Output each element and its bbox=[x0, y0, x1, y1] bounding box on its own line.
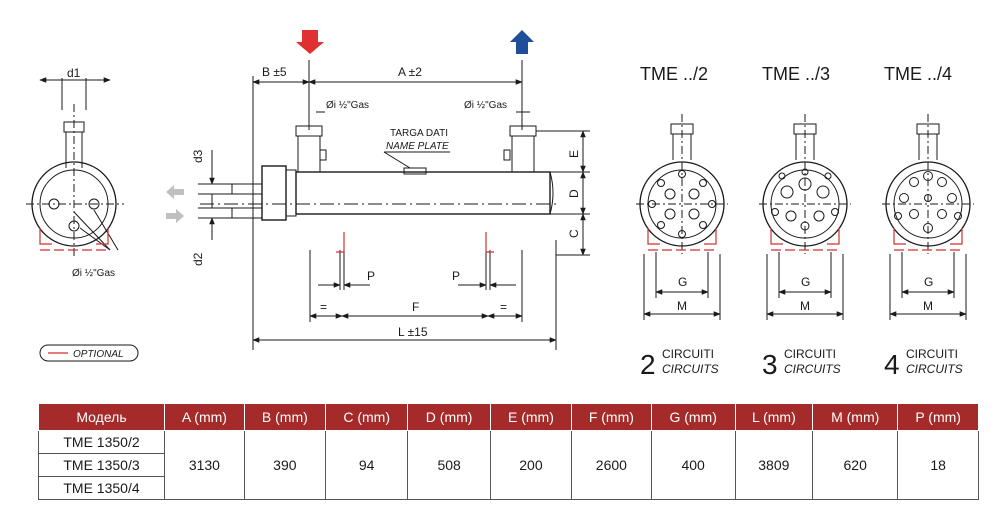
value-l: 3809 bbox=[734, 430, 814, 500]
main-view-optional-feet bbox=[336, 232, 494, 253]
dimensions-table: Модель A (mm) B (mm) C (mm) D (mm) E (mm… bbox=[38, 403, 979, 500]
cold-outlet-arrow-icon bbox=[510, 30, 534, 54]
variant-3-m-label: M bbox=[800, 299, 810, 313]
value-c: 94 bbox=[324, 430, 409, 500]
table-row: TME 1350/3 bbox=[38, 453, 979, 477]
side-inlet-label: Øi ½"Gas bbox=[72, 268, 115, 279]
variant-3-circuit-it: CIRCUITI bbox=[784, 347, 836, 361]
side-view bbox=[26, 77, 124, 258]
variant-4-view bbox=[882, 114, 974, 320]
variant-4-g-label: G bbox=[924, 275, 933, 289]
variant-3-view bbox=[759, 114, 851, 320]
d-label: D bbox=[567, 189, 581, 198]
inflow-arrow-icon bbox=[166, 209, 184, 223]
col-header-l: L (mm) bbox=[734, 403, 814, 431]
col-header-g: G (mm) bbox=[650, 403, 736, 431]
a-dim-label: A ±2 bbox=[398, 65, 422, 79]
eq-left-label: = bbox=[320, 300, 327, 314]
outflow-arrow-icon bbox=[166, 185, 184, 199]
variant-3-title: TME ../3 bbox=[762, 64, 830, 84]
variant-4-optional-feet bbox=[893, 228, 963, 251]
variant-2-circuit-en: CIRCUITS bbox=[662, 362, 719, 376]
variant-2-circuit-it: CIRCUITI bbox=[662, 347, 714, 361]
variant-4-m-label: M bbox=[923, 299, 933, 313]
col-header-e: E (mm) bbox=[489, 403, 573, 431]
variant-4-circuit-en: CIRCUITS bbox=[906, 362, 963, 376]
variant-2-g-label: G bbox=[678, 275, 687, 289]
d2-label: d2 bbox=[191, 252, 205, 266]
right-inlet-label: Øi ½"Gas bbox=[464, 100, 507, 111]
model-cell: TME 1350/4 bbox=[38, 476, 165, 500]
d1-label: d1 bbox=[67, 66, 81, 80]
value-b: 390 bbox=[243, 430, 326, 500]
variant-4-circuit-number: 4 bbox=[884, 349, 900, 380]
col-header-d: D (mm) bbox=[407, 403, 491, 431]
f-label: F bbox=[412, 300, 419, 314]
col-header-m: M (mm) bbox=[812, 403, 899, 431]
l-dim-label: L ±15 bbox=[398, 325, 428, 339]
value-g: 400 bbox=[650, 430, 736, 500]
c-label: C bbox=[567, 229, 581, 238]
optional-label: OPTIONAL bbox=[73, 349, 124, 360]
variant-4-title: TME ../4 bbox=[884, 64, 952, 84]
variant-4-circuit-it: CIRCUITI bbox=[906, 347, 958, 361]
variant-3-circuit-number: 3 bbox=[762, 349, 778, 380]
col-header-b: B (mm) bbox=[243, 403, 326, 431]
p-right-label: P bbox=[452, 269, 460, 283]
table-row: TME 1350/4 bbox=[38, 476, 979, 500]
variant-2-view bbox=[636, 114, 728, 320]
col-header-c: C (mm) bbox=[324, 403, 409, 431]
variant-2-m-label: M bbox=[677, 299, 687, 313]
side-view-optional-feet bbox=[39, 228, 109, 251]
table-header-row: Модель A (mm) B (mm) C (mm) D (mm) E (mm… bbox=[38, 403, 979, 431]
e-label: E bbox=[567, 150, 581, 158]
col-header-f: F (mm) bbox=[571, 403, 652, 431]
col-header-p: P (mm) bbox=[897, 403, 979, 431]
technical-drawing: d1 Øi ½"Gas bbox=[26, 30, 974, 380]
col-header-a: A (mm) bbox=[164, 403, 245, 431]
hot-inlet-arrow-icon bbox=[296, 30, 324, 54]
value-e: 200 bbox=[489, 430, 573, 500]
variant-2-title: TME ../2 bbox=[640, 64, 708, 84]
eq-right-label: = bbox=[500, 300, 507, 314]
flow-arrows-grey bbox=[166, 185, 184, 223]
variant-3-g-label: G bbox=[801, 275, 810, 289]
main-view bbox=[198, 60, 590, 350]
p-left-label: P bbox=[367, 269, 375, 283]
value-m: 620 bbox=[812, 430, 899, 500]
d3-label: d3 bbox=[191, 149, 205, 163]
col-header-model: Модель bbox=[38, 403, 165, 431]
model-cell: TME 1350/3 bbox=[38, 453, 165, 477]
plate-label-it: TARGA DATI bbox=[390, 128, 448, 139]
value-a: 3130 bbox=[164, 430, 245, 500]
plate-label-en: NAME PLATE bbox=[386, 141, 449, 152]
optional-legend: OPTIONAL bbox=[39, 344, 139, 362]
value-f: 2600 bbox=[571, 430, 652, 500]
value-d: 508 bbox=[407, 430, 491, 500]
variant-3-circuit-en: CIRCUITS bbox=[784, 362, 841, 376]
value-p: 18 bbox=[897, 430, 979, 500]
b-dim-label: B ±5 bbox=[262, 65, 287, 79]
variant-2-optional-feet bbox=[647, 228, 717, 251]
variant-3-optional-feet bbox=[770, 228, 840, 251]
variant-2-circuit-number: 2 bbox=[640, 349, 656, 380]
left-inlet-label: Øi ½"Gas bbox=[326, 100, 369, 111]
model-cell: TME 1350/2 bbox=[38, 430, 165, 454]
table-row: TME 1350/2 3130 390 94 508 200 2600 400 … bbox=[38, 430, 979, 500]
